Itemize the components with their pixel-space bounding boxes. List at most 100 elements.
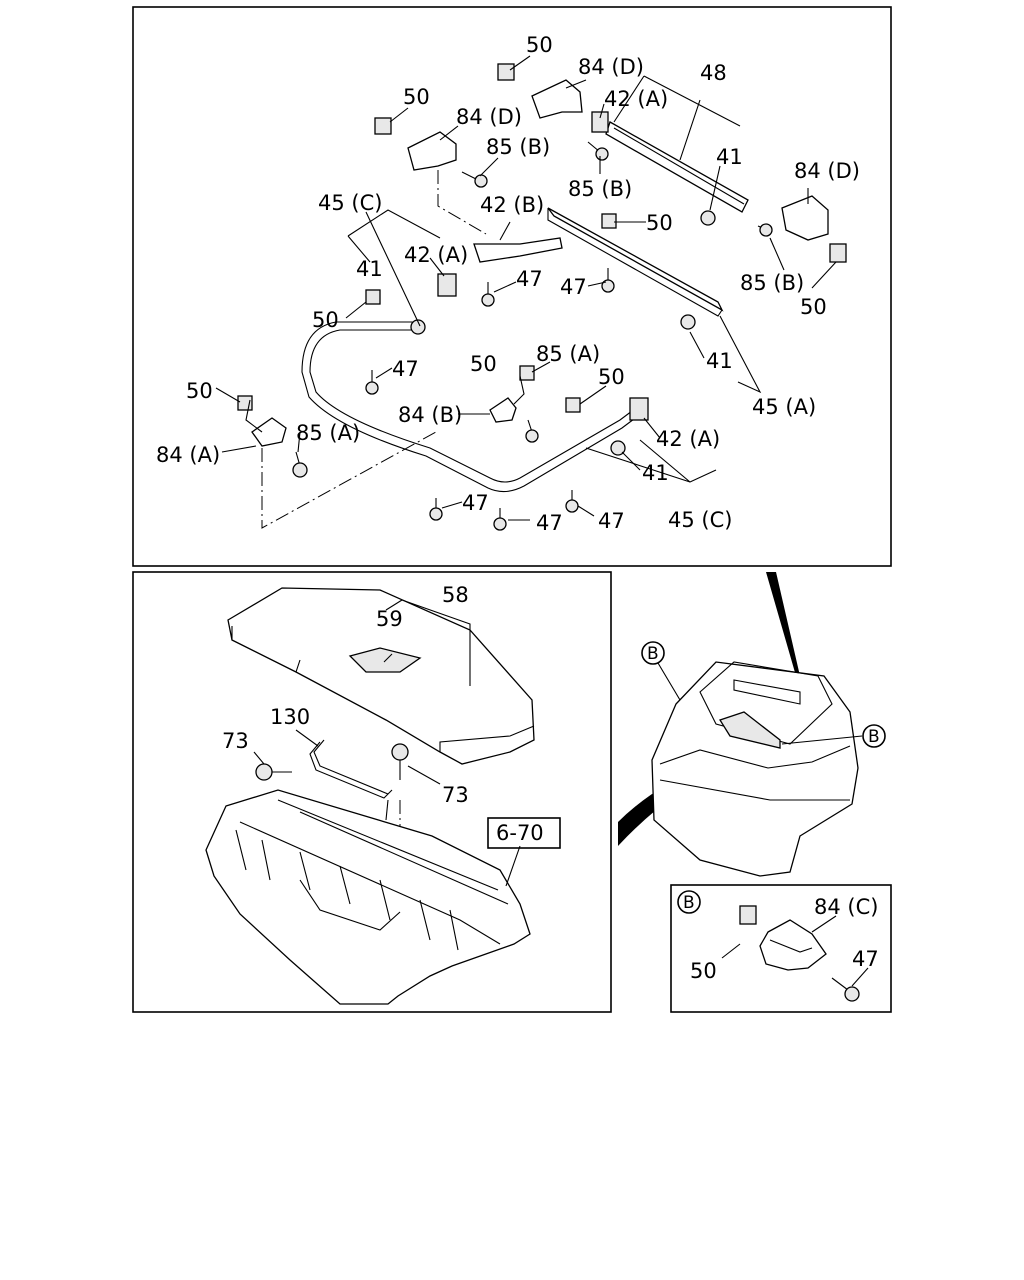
detail-b-labels: B 84 (C) 50 47 [683, 893, 879, 983]
clip-50-icon [565, 397, 581, 413]
label-84d: 84 (D) [456, 105, 522, 129]
label-85a: 85 (A) [296, 421, 360, 445]
screw-85-icon [757, 223, 773, 237]
label-50: 50 [312, 308, 339, 332]
callout-b-letter: B [647, 644, 659, 664]
label-130: 130 [270, 705, 310, 729]
label-50: 50 [646, 211, 673, 235]
label-47: 47 [462, 491, 489, 515]
callout-b-letter: B [683, 893, 695, 913]
label-47: 47 [598, 509, 625, 533]
clip-50-icon [365, 289, 381, 305]
strap-130 [309, 741, 393, 799]
label-48: 48 [700, 61, 727, 85]
label-50: 50 [403, 85, 430, 109]
label-50: 50 [186, 379, 213, 403]
callout-b-marker [677, 890, 701, 914]
screw-47-icon [831, 977, 860, 1002]
bottom-left-panel-frame [132, 571, 612, 1013]
bracket-84b [489, 397, 517, 423]
screw-47-icon [481, 282, 495, 307]
label-84c: 84 (C) [814, 895, 878, 919]
top-panel-frame [132, 6, 892, 567]
bracket-84a [251, 417, 287, 447]
label-50: 50 [470, 352, 497, 376]
bottom-right-labels: B B [647, 644, 880, 747]
screw-85-icon [525, 419, 539, 443]
label-85b: 85 (B) [740, 271, 804, 295]
label-58: 58 [442, 583, 469, 607]
label-50: 50 [526, 33, 553, 57]
label-50: 50 [800, 295, 827, 319]
label-73: 73 [222, 729, 249, 753]
clip-50-icon [829, 243, 847, 263]
callout-b-marker [641, 641, 665, 665]
label-41: 41 [716, 145, 743, 169]
clip-42a-icon [629, 397, 649, 421]
screw-47-icon [493, 508, 507, 531]
cover-board-closeup [719, 711, 781, 749]
reference-label: 6-70 [496, 821, 544, 845]
clip-50-icon [497, 63, 515, 81]
label-50: 50 [598, 365, 625, 389]
clip-50-icon [739, 905, 757, 925]
label-85a: 85 (A) [536, 342, 600, 366]
label-42a: 42 (A) [604, 87, 668, 111]
screw-85-icon [292, 451, 308, 478]
body-floor [205, 789, 531, 1005]
label-47: 47 [392, 357, 419, 381]
label-47: 47 [536, 511, 563, 535]
clip-42b [473, 237, 563, 263]
bottom-left-labels: 58 59 130 73 73 6-70 [222, 583, 544, 845]
callout-b-marker [862, 724, 886, 748]
screw-47-icon [429, 498, 443, 521]
nut-41-icon [610, 440, 626, 456]
label-73: 73 [442, 783, 469, 807]
label-84d: 84 (D) [794, 159, 860, 183]
clip-50-icon [374, 117, 392, 135]
label-42a: 42 (A) [656, 427, 720, 451]
bracket-84c [759, 919, 827, 971]
detail-b-panel-frame [670, 884, 892, 1013]
label-45c: 45 (C) [318, 191, 382, 215]
label-45c: 45 (C) [668, 508, 732, 532]
bracket-84d-top [531, 79, 583, 119]
screw-47-icon [565, 490, 579, 513]
label-41: 41 [706, 349, 733, 373]
label-85b: 85 (B) [568, 177, 632, 201]
screw-85-icon [461, 171, 488, 188]
clip-42a-icon [591, 111, 609, 133]
nut-41-icon [680, 314, 696, 330]
label-41: 41 [356, 257, 383, 281]
label-84d: 84 (D) [578, 55, 644, 79]
nut-41-icon [410, 319, 426, 335]
screw-47-icon [365, 370, 379, 395]
clip-50-icon [519, 365, 535, 381]
vehicle-body [651, 661, 859, 877]
label-84a: 84 (A) [156, 443, 220, 467]
screw-47-icon [601, 268, 615, 293]
label-84b: 84 (B) [398, 403, 462, 427]
nut-41-icon [700, 210, 716, 226]
bracket-84d-right [781, 195, 829, 241]
label-42b: 42 (B) [480, 193, 544, 217]
clip-42a-icon [437, 273, 457, 297]
label-47: 47 [516, 267, 543, 291]
bottom-left-panel [205, 587, 561, 1005]
clip-50-icon [601, 213, 617, 229]
bolt-73-icon [391, 743, 409, 780]
label-42a: 42 (A) [404, 243, 468, 267]
reference-box [487, 817, 561, 849]
callout-b-letter: B [868, 727, 880, 747]
label-41: 41 [642, 461, 669, 485]
label-85b: 85 (B) [486, 135, 550, 159]
label-47: 47 [560, 275, 587, 299]
bolt-73-icon [255, 763, 292, 781]
vehicle-rear-view [618, 572, 886, 877]
handle-59 [348, 647, 422, 673]
label-59: 59 [376, 607, 403, 631]
top-panel-labels: 50 50 50 50 50 50 50 50 84 (D) 84 (D) 84… [156, 33, 860, 535]
bracket-84d-mid [407, 131, 457, 171]
label-45a: 45 (A) [752, 395, 816, 419]
